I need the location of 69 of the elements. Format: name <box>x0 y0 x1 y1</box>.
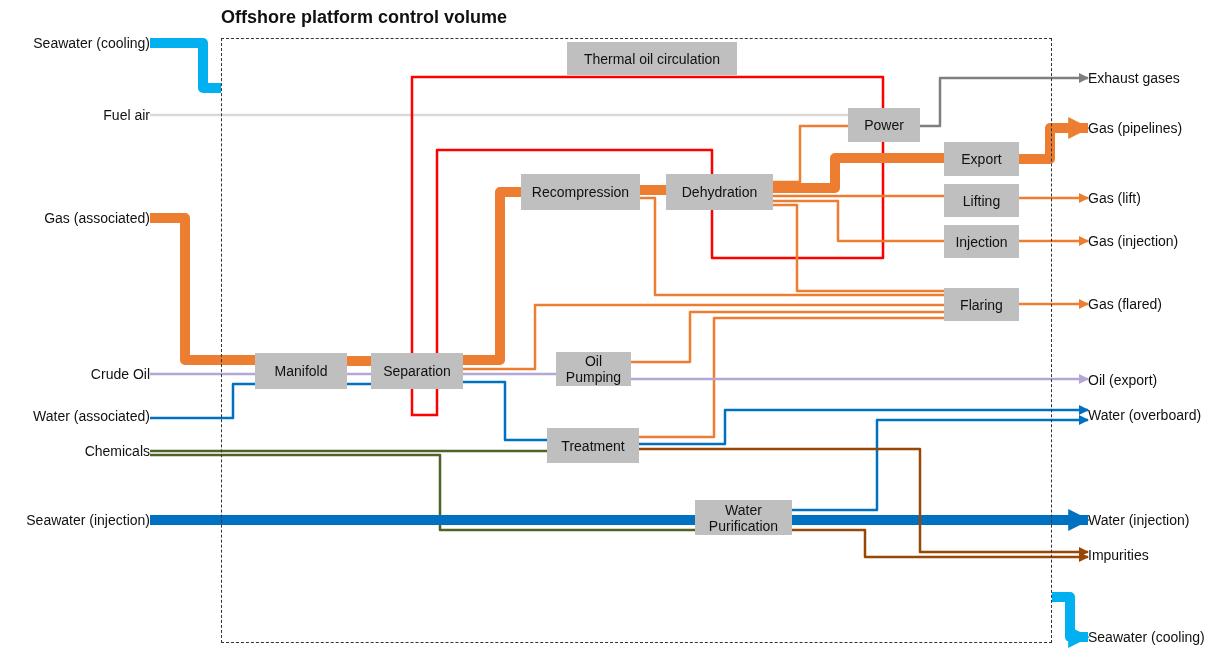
process-box: Treatment <box>547 428 639 463</box>
stream-label: Water (associated) <box>5 406 150 426</box>
flow-arrow <box>1019 236 1089 246</box>
stream-label: Exhaust gases <box>1088 68 1223 88</box>
flow-arrow <box>631 374 1089 384</box>
flow-line <box>640 196 944 297</box>
flow-line <box>463 380 547 442</box>
flow-line <box>773 124 848 184</box>
process-box: Separation <box>371 353 463 389</box>
stream-label: Chemicals <box>5 441 150 461</box>
flow-line <box>463 372 556 376</box>
flow-line <box>710 142 885 260</box>
stream-label: Seawater (cooling) <box>5 33 150 53</box>
process-box: Water Purification <box>695 500 792 535</box>
flow-line <box>410 75 885 353</box>
stream-label: Crude Oil <box>5 364 150 384</box>
flow-line <box>639 316 944 439</box>
process-box: Flaring <box>944 288 1019 321</box>
flow-line <box>150 372 255 376</box>
process-box: Export <box>944 142 1019 176</box>
flow-line <box>640 185 666 195</box>
flow-arrow <box>639 447 1089 557</box>
flow-line <box>150 449 547 453</box>
flow-line <box>631 310 944 364</box>
flow-line <box>435 148 714 353</box>
stream-label: Seawater (cooling) <box>1088 627 1224 647</box>
flow-arrow <box>1019 193 1089 203</box>
flow-arrow <box>792 528 1089 562</box>
process-box: Power <box>848 108 920 142</box>
process-box: Injection <box>944 225 1019 258</box>
flow-arrow <box>1052 592 1091 648</box>
flow-line <box>773 194 944 198</box>
stream-label: Seawater (injection) <box>5 510 150 530</box>
stream-label: Gas (injection) <box>1088 231 1223 251</box>
flow-arrow <box>792 509 1091 531</box>
process-box: Oil Pumping <box>556 352 631 386</box>
flow-arrow <box>1019 299 1089 309</box>
stream-label: Water (injection) <box>1088 510 1223 530</box>
flow-line <box>347 356 371 366</box>
flow-line <box>347 382 371 386</box>
flow-arrow <box>639 405 1089 446</box>
flow-line <box>150 515 695 525</box>
flow-line <box>463 187 521 365</box>
flow-line <box>150 453 695 532</box>
stream-label: Water (overboard) <box>1088 405 1223 425</box>
stream-label: Gas (flared) <box>1088 294 1223 314</box>
stream-label: Impurities <box>1088 545 1223 565</box>
stream-label: Fuel air <box>5 105 150 125</box>
volume-title: Offshore platform control volume <box>221 6 508 29</box>
flow-line <box>773 199 944 243</box>
stream-label: Oil (export) <box>1088 370 1223 390</box>
flow-line <box>347 372 371 376</box>
process-box: Lifting <box>944 184 1019 217</box>
flow-line <box>150 382 255 420</box>
flow-line <box>773 203 944 293</box>
flow-line <box>463 303 944 371</box>
flow-arrow <box>920 73 1089 128</box>
flow-arrow <box>1019 117 1091 164</box>
process-box: Thermal oil circulation <box>567 42 737 75</box>
stream-label: Gas (associated) <box>5 208 150 228</box>
flow-arrow <box>792 415 1089 512</box>
process-box: Recompression <box>521 174 640 210</box>
stream-label: Gas (lift) <box>1088 188 1223 208</box>
process-box: Manifold <box>255 353 347 389</box>
flow-line <box>150 38 221 93</box>
flow-line <box>150 113 848 117</box>
flow-line <box>773 153 944 193</box>
process-box: Dehydration <box>666 174 773 210</box>
stream-label: Gas (pipelines) <box>1088 118 1223 138</box>
